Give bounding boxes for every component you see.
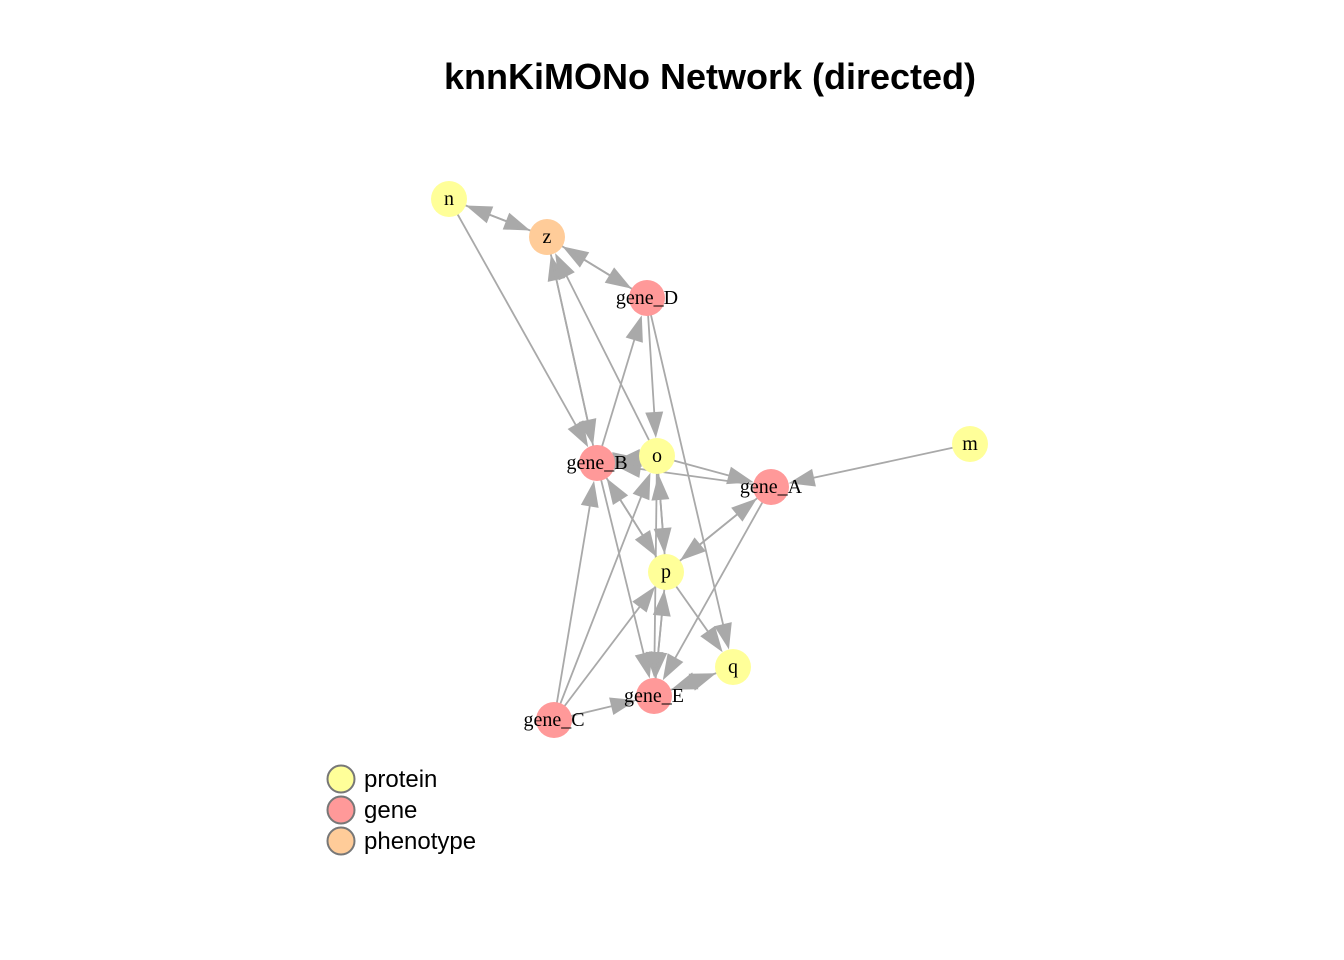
edge-arrowhead	[714, 622, 732, 650]
edge-arrowhead	[612, 452, 640, 471]
edge-arrowhead	[580, 480, 599, 508]
node-circle[interactable]	[579, 445, 615, 481]
edge-gene_A-to-gene_E	[662, 486, 772, 681]
legend-label: gene	[364, 797, 417, 824]
node-gene_D[interactable]: gene_D	[616, 280, 678, 316]
node-label: gene_A	[740, 476, 803, 498]
node-label: q	[728, 656, 738, 678]
node-z[interactable]: z	[529, 219, 565, 255]
node-circle[interactable]	[753, 469, 789, 505]
node-q[interactable]: q	[715, 649, 751, 685]
edge-arrowhead	[726, 466, 754, 485]
node-m[interactable]: m	[952, 426, 988, 462]
node-gene_A[interactable]: gene_A	[740, 469, 803, 505]
node-label: gene_E	[624, 685, 684, 707]
edge-arrowhead	[502, 212, 531, 231]
edge-arrowhead	[604, 267, 632, 289]
edge-arrowhead	[562, 246, 590, 268]
edge-arrowhead	[788, 468, 816, 487]
edge-line	[553, 492, 644, 721]
legend-label: protein	[364, 766, 437, 793]
diagram-title: knnKiMONo Network (directed)	[443, 56, 977, 97]
edge-arrowhead	[662, 653, 684, 681]
node-circle[interactable]	[952, 426, 988, 462]
edge-gene_B-to-gene_D	[596, 315, 643, 464]
edge-gene_C-to-o	[553, 472, 651, 721]
node-circle[interactable]	[529, 219, 565, 255]
edge-line	[553, 502, 592, 721]
nodes-layer: n z gene_Do gene_B gene_A m p q gene_E gene_C	[431, 181, 988, 738]
edge-gene_C-to-gene_B	[553, 480, 599, 721]
edge-line	[564, 272, 658, 457]
node-n[interactable]: n	[431, 181, 467, 217]
node-circle[interactable]	[629, 280, 665, 316]
node-circle[interactable]	[536, 702, 572, 738]
node-gene_B[interactable]: gene_B	[566, 445, 628, 481]
legend-swatch	[326, 764, 356, 794]
edge-arrowhead	[651, 473, 670, 501]
edge-gene_C-to-p	[553, 586, 656, 721]
edge-arrowhead	[625, 315, 643, 343]
edge-arrowhead	[578, 418, 597, 446]
edge-arrowhead	[731, 498, 758, 522]
edge-arrowhead	[634, 530, 657, 557]
node-circle[interactable]	[431, 181, 467, 217]
node-label: z	[543, 226, 552, 248]
edge-n-to-gene_B	[448, 198, 589, 448]
node-p[interactable]: p	[648, 554, 684, 590]
node-o[interactable]: o	[639, 438, 675, 474]
node-label: gene_D	[616, 287, 678, 309]
node-label: n	[444, 188, 454, 210]
edge-m-to-gene_A	[788, 443, 971, 487]
edge-arrowhead	[609, 697, 637, 716]
edge-line	[809, 443, 971, 480]
node-gene_C[interactable]: gene_C	[523, 702, 585, 738]
legend-item-protein: protein	[326, 764, 437, 794]
node-label: gene_C	[523, 709, 584, 731]
legend-item-phenotype: phenotype	[326, 826, 476, 856]
node-gene_E[interactable]: gene_E	[624, 678, 684, 714]
legend-item-gene: gene	[326, 795, 417, 825]
node-circle[interactable]	[715, 649, 751, 685]
edge-arrowhead	[700, 625, 723, 653]
node-circle[interactable]	[639, 438, 675, 474]
node-circle[interactable]	[648, 554, 684, 590]
edge-line	[672, 486, 772, 662]
edge-line	[553, 603, 643, 721]
edge-line	[646, 297, 656, 417]
node-label: o	[652, 445, 662, 467]
edge-line	[596, 462, 646, 658]
edges-layer	[448, 198, 971, 721]
edge-arrowhead	[606, 478, 629, 505]
edge-arrowhead	[653, 527, 672, 555]
edge-arrowhead	[652, 589, 671, 617]
edge-line	[546, 236, 590, 425]
legend-label: phenotype	[364, 828, 476, 855]
edge-line	[596, 336, 637, 464]
node-label: gene_B	[566, 452, 627, 474]
legend-swatch	[326, 826, 356, 856]
edge-o-to-z	[555, 253, 658, 457]
edge-arrowhead	[632, 472, 651, 501]
legend: protein gene phenotype	[326, 764, 476, 856]
edge-arrowhead	[688, 673, 717, 691]
edge-arrowhead	[555, 253, 575, 281]
node-label: m	[962, 433, 978, 455]
edge-arrowhead	[645, 411, 664, 439]
edge-line	[653, 455, 658, 657]
edge-arrowhead	[649, 651, 668, 679]
edge-gene_D-to-o	[645, 297, 664, 439]
edge-arrowhead	[632, 586, 656, 613]
edge-line	[448, 198, 579, 429]
node-circle[interactable]	[636, 678, 672, 714]
edge-arrowhead	[465, 205, 494, 224]
node-label: p	[661, 561, 671, 583]
legend-swatch	[326, 795, 356, 825]
edge-z-to-gene_B	[546, 236, 597, 446]
